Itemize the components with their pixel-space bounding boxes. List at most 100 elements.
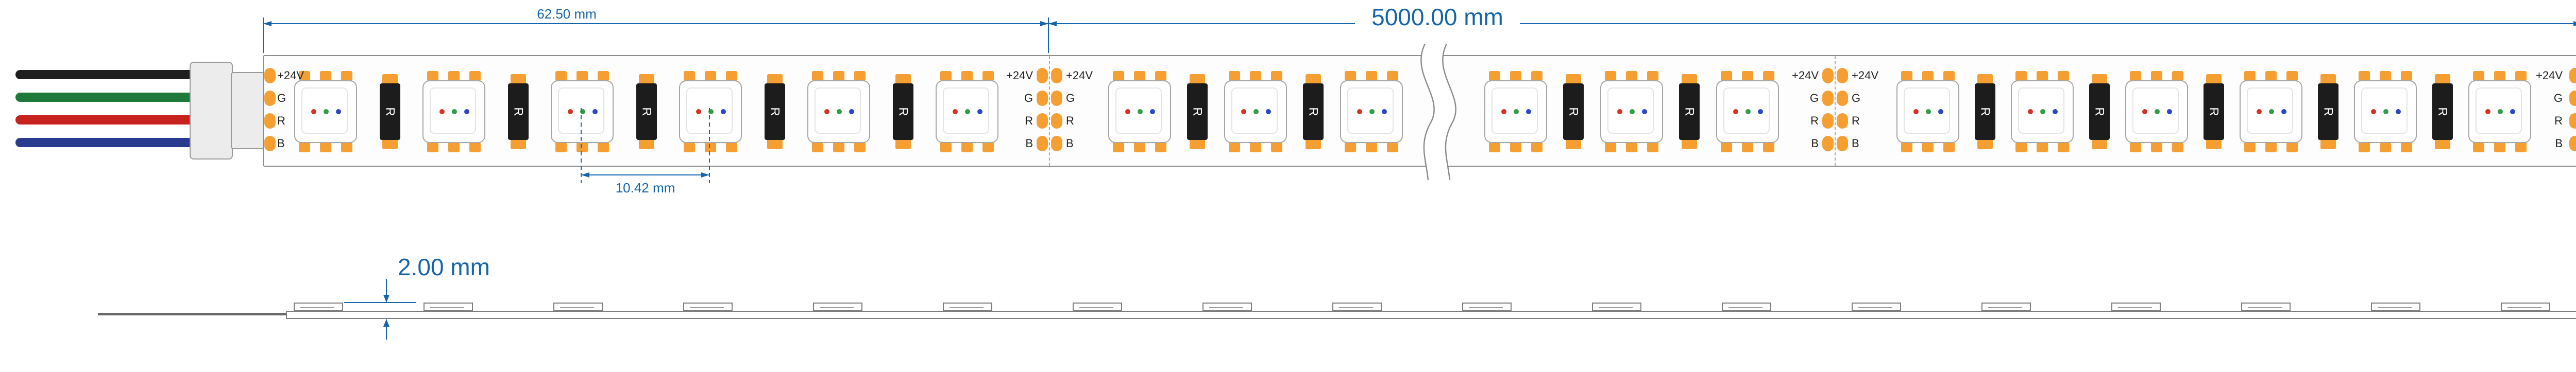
solder-pad [2569,113,2576,129]
resistor-pad [895,139,911,149]
led-pad [299,71,310,81]
led-body [2125,80,2188,143]
led-chip [2240,71,2302,152]
led-body [1224,80,1287,143]
terminal-label: +24V [1852,69,1878,82]
led-pad [1647,142,1658,152]
led-pad [833,71,844,81]
led-die-dot [452,109,457,114]
led-die-dot [2257,109,2262,114]
led-pad [1922,142,1934,152]
resistor-pad [2206,74,2222,84]
wire-positive [15,70,202,79]
led-chip [422,71,485,152]
led-die-dot [1266,109,1271,114]
resistor-label: R [1978,107,1992,116]
resistor-label: R [1683,107,1697,116]
led-chip [1340,71,1403,152]
resistor-pad [639,139,654,149]
led-die-dot [837,109,842,114]
led-pad [320,142,331,152]
resistor-pad [1566,74,1581,84]
led-die-dot [1125,109,1130,114]
led-pad [1721,142,1732,152]
led-pad [1113,71,1124,81]
led-pad [1489,142,1500,152]
terminal-label: G [277,92,286,104]
led-pad [1271,142,1282,152]
led-inner-frame [1231,87,1278,134]
pcb-side-profile [286,311,2576,319]
terminal-label: +24V [1792,69,1819,82]
led-die-dot [721,109,726,114]
led-die-dot [580,109,585,114]
led-chip [1716,71,1779,152]
terminal-label: +24V [1006,69,1033,82]
led-pad [1626,142,1637,152]
terminal-label: R [1066,114,1074,127]
resistor-pad [1190,74,1205,84]
terminal-label: +24V [2536,69,2563,82]
resistor-label: R [768,107,782,116]
led-die-dot [2383,109,2388,114]
led-pad [1250,142,1261,152]
led-side-profile [1202,303,1252,311]
led-side-lens [2507,305,2541,308]
resistor-body: R [2432,83,2453,140]
led-pad [1742,142,1753,152]
led-pad [427,142,438,152]
led-pad [1250,71,1261,81]
led-chip [1224,71,1287,152]
led-die-dot [568,109,573,114]
led-body [679,80,742,143]
led-inner-frame [1115,87,1162,134]
led-inner-frame [2247,87,2293,134]
led-die-dot [2396,109,2401,114]
led-chip [2354,71,2417,152]
led-chip [294,71,357,152]
led-pad [2494,142,2505,152]
resistor-label: R [2093,107,2107,116]
terminal-label: R [1025,114,1033,127]
led-pad [812,71,823,81]
led-side-profile [2501,303,2550,311]
led-die-dot [977,109,982,114]
led-body [936,80,998,143]
led-pad [299,142,310,152]
led-side-lens [1209,305,1243,308]
led-pad [1605,142,1616,152]
led-pad [2473,142,2484,152]
led-pad [1901,142,1912,152]
terminal-label: R [277,114,285,127]
led-inner-frame [1723,87,1770,134]
led-die-dot [1630,109,1635,114]
led-pad [1531,142,1543,152]
led-die-dot [1253,109,1259,114]
led-pad [555,71,567,81]
terminal-label: B [1811,137,1819,150]
resistor-pad [511,74,526,84]
dim-strip-height: 2.00 mm [398,254,490,280]
led-die-dot [1526,109,1531,114]
led-body [2354,80,2417,143]
led-inner-frame [301,87,348,134]
led-die-dot [965,109,970,114]
led-die-dot [311,109,316,114]
led-pad [982,142,994,152]
led-inner-frame [1607,87,1654,134]
led-pad [1721,71,1732,81]
terminal-label: R [1810,114,1819,127]
led-chip [551,71,614,152]
led-pad [1763,142,1774,152]
led-die-dot [2498,109,2503,114]
led-inner-frame [2476,87,2522,134]
led-pad [598,71,609,81]
led-pad [854,71,866,81]
resistor: R [2089,74,2110,149]
led-chip [1108,71,1171,152]
led-pad [2515,142,2527,152]
led-pad [2058,142,2069,152]
led-side-lens [430,305,464,308]
led-side-profile [1462,303,1512,311]
resistor-body: R [1975,83,1995,140]
